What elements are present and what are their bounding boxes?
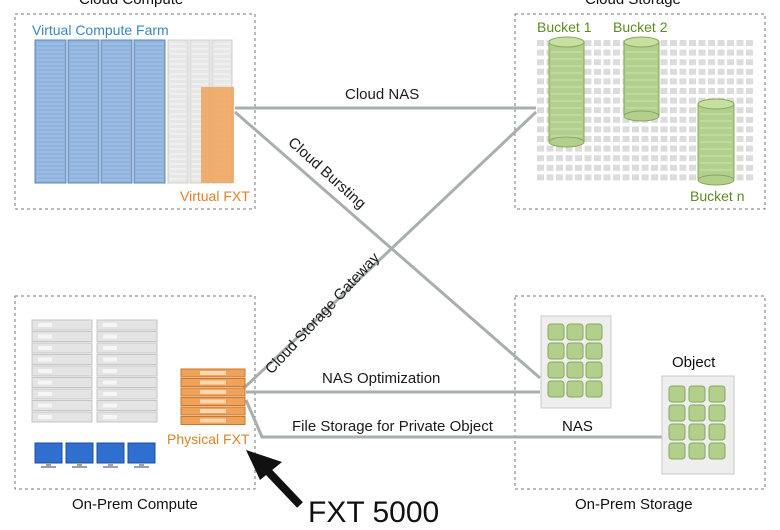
physical-fxt-label: Physical FXT bbox=[167, 431, 250, 447]
object-label: Object bbox=[672, 354, 716, 371]
cloud-compute-title: Cloud Compute bbox=[79, 0, 183, 8]
bucket-2-label: Bucket 2 bbox=[613, 19, 668, 35]
object-appliance bbox=[661, 375, 735, 475]
virtual-fxt-label: Virtual FXT bbox=[180, 188, 250, 204]
cloud-storage-zone bbox=[514, 13, 766, 210]
onprem-storage-title: On-Prem Storage bbox=[575, 496, 693, 513]
bucket-1-cylinder bbox=[548, 36, 585, 148]
cloud-storage-gateway-line bbox=[242, 110, 538, 390]
bucket-2-cylinder bbox=[623, 36, 660, 122]
virtual-compute-farm bbox=[34, 39, 233, 184]
monitor-icons bbox=[34, 442, 156, 468]
virtual-compute-farm-label: Virtual Compute Farm bbox=[32, 22, 169, 38]
nas-optimization-label: NAS Optimization bbox=[322, 370, 441, 387]
cloud-compute-zone bbox=[14, 13, 256, 210]
callout-arrow bbox=[246, 450, 303, 508]
cloud-nas-label: Cloud NAS bbox=[345, 86, 420, 103]
bucket-n-cylinder bbox=[697, 98, 735, 186]
nas-appliance bbox=[540, 315, 612, 409]
cloud-storage-title: Cloud Storage bbox=[585, 0, 681, 8]
onprem-compute-title: On-Prem Compute bbox=[72, 496, 198, 513]
onprem-server-racks bbox=[31, 319, 158, 423]
cloud-bursting-line bbox=[234, 110, 541, 380]
file-storage-label: File Storage for Private Object bbox=[292, 418, 493, 435]
callout-label: FXT 5000 bbox=[308, 496, 440, 529]
bucket-1-label: Bucket 1 bbox=[537, 19, 592, 35]
bucket-n-label: Bucket n bbox=[690, 188, 745, 204]
nas-label: NAS bbox=[562, 418, 593, 435]
physical-fxt-stack bbox=[180, 368, 246, 425]
virtual-fxt-box bbox=[201, 87, 234, 183]
diagram-canvas bbox=[14, 13, 766, 508]
file-storage-line bbox=[244, 399, 664, 439]
